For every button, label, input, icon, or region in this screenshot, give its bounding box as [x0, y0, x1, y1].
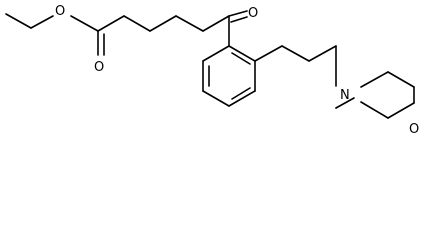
morpholine-bond-2	[335, 97, 355, 109]
bond-ethyl-ch2-o	[30, 15, 54, 29]
ring-bond-6	[202, 45, 230, 62]
ester-group	[70, 15, 105, 56]
morpholine-oxygen-label: O	[409, 122, 419, 137]
ethyl-group	[5, 13, 54, 29]
bond-o-carbonyl	[70, 15, 99, 32]
bond-chain-5	[202, 15, 230, 32]
bond-chain-3	[149, 15, 177, 32]
carbon-chain	[97, 15, 230, 32]
morpholine-bond-4	[360, 101, 389, 119]
bond-ketone-co-b	[230, 16, 248, 23]
bond-chain-4	[175, 15, 204, 32]
ethyl-oxopentanoate-morpholinomethylphenyl-structure: O O O	[5, 4, 419, 137]
bond-ethyl-ch3-ch2	[5, 13, 32, 29]
ring-inner-bond-2	[231, 87, 251, 100]
ester-oxygen-label: O	[55, 4, 65, 19]
ring-bond-4	[202, 90, 230, 107]
morpholine-bond-7	[387, 71, 415, 88]
bond-ketone-co-a	[228, 10, 248, 17]
ring-inner-bond-1	[231, 52, 251, 65]
bond-chain-2	[123, 15, 151, 32]
morpholine-bond-6	[360, 71, 389, 88]
ketone-oxygen-label: O	[248, 6, 258, 21]
structure-canvas: O O O	[5, 4, 419, 137]
ester-carbonyl-oxygen-label: O	[94, 60, 104, 75]
benzene-ring	[202, 45, 256, 107]
morpholine-ring	[335, 45, 415, 119]
bond-n-ring-up	[308, 45, 337, 62]
morpholine-bond-5	[387, 102, 415, 119]
bond-ch2-n	[281, 45, 310, 62]
ring-bond-3	[228, 90, 256, 107]
ketone-group	[228, 10, 248, 47]
ring-bond-1	[228, 45, 256, 62]
methylene-linker	[254, 45, 337, 62]
bond-chain-1	[97, 15, 125, 32]
amine-nitrogen-label: N	[340, 88, 350, 103]
bond-ring-ch2	[254, 45, 283, 62]
